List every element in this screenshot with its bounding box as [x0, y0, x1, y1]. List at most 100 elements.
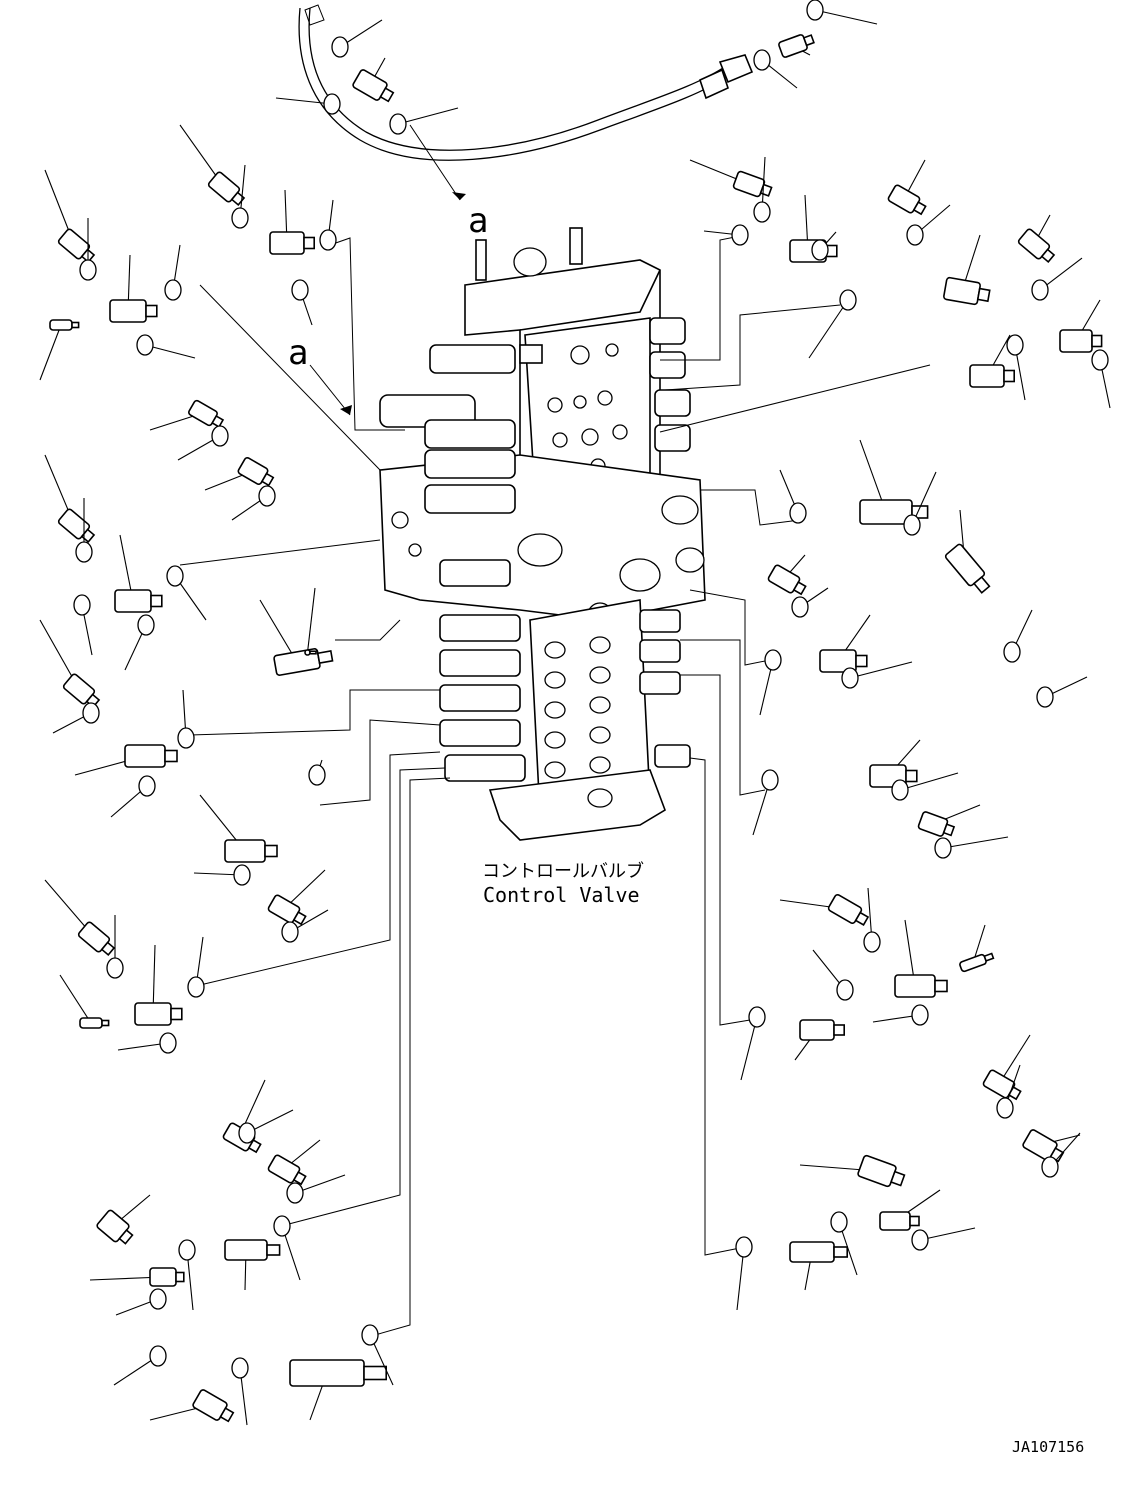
fitting-icon — [49, 319, 80, 331]
o-ring-icon — [906, 224, 924, 246]
o-ring-icon — [1006, 334, 1024, 356]
leader-line — [740, 1016, 758, 1081]
o-ring-icon — [187, 976, 205, 998]
fitting-icon — [732, 170, 773, 198]
fitting-icon — [799, 1019, 845, 1041]
fitting-icon — [207, 171, 246, 206]
fitting-icon — [134, 1002, 183, 1026]
leader-line — [899, 772, 959, 791]
o-ring-icon — [233, 864, 251, 886]
fitting-icon — [819, 649, 868, 673]
fitting-icon — [969, 364, 1015, 388]
o-ring-icon — [164, 279, 182, 301]
fitting-icon — [767, 564, 807, 596]
o-ring-icon — [811, 239, 829, 261]
o-ring-icon — [1091, 349, 1109, 371]
fitting-icon — [188, 399, 225, 428]
o-ring-icon — [1041, 1156, 1059, 1178]
leader-line — [942, 836, 1009, 849]
leader-line — [59, 974, 92, 1024]
o-ring-icon — [911, 1004, 929, 1026]
o-ring-icon — [934, 837, 952, 859]
fitting-icon — [57, 228, 96, 263]
leader-line — [294, 1174, 346, 1194]
o-ring-icon — [75, 541, 93, 563]
leader-line — [39, 324, 62, 381]
fitting-icon — [894, 974, 948, 998]
o-ring-icon — [258, 485, 276, 507]
fitting-icon — [827, 894, 870, 926]
fitting-icon — [859, 499, 929, 525]
leader-line — [397, 107, 459, 125]
fitting-icon — [79, 1017, 110, 1029]
fitting-icon — [96, 1209, 134, 1245]
o-ring-icon — [789, 502, 807, 524]
o-ring-icon — [361, 1324, 379, 1346]
o-ring-icon — [764, 649, 782, 671]
o-ring-icon — [308, 764, 326, 786]
o-ring-icon — [159, 1032, 177, 1054]
o-ring-icon — [149, 1288, 167, 1310]
leader-line — [259, 599, 298, 663]
o-ring-icon — [178, 1239, 196, 1261]
control-valve-body — [379, 227, 706, 841]
o-ring-icon — [731, 224, 749, 246]
o-ring-icon — [836, 979, 854, 1001]
o-ring-icon — [166, 565, 184, 587]
fitting-icon — [267, 894, 307, 926]
fitting-icon — [109, 299, 158, 323]
o-ring-icon — [73, 594, 91, 616]
fitting-icon — [77, 921, 116, 956]
fitting-icon — [352, 69, 395, 103]
o-ring-icon — [106, 957, 124, 979]
o-ring-icon — [231, 1357, 249, 1379]
leader-line — [306, 587, 316, 653]
fitting-icon — [273, 648, 334, 676]
fitting-icon — [879, 1211, 920, 1231]
o-ring-icon — [323, 93, 341, 115]
valve-spool-caps — [439, 609, 691, 782]
o-ring-icon — [761, 769, 779, 791]
fitting-icon — [917, 811, 956, 837]
o-ring-icon — [911, 1229, 929, 1251]
leader-line — [275, 97, 333, 105]
leader-line — [808, 299, 849, 359]
valve-ports-lower — [544, 636, 613, 808]
o-ring-icon — [177, 727, 195, 749]
o-ring-icon — [211, 425, 229, 447]
fitting-icon — [1017, 228, 1056, 263]
o-ring-icon — [996, 1097, 1014, 1119]
fitting-icon — [789, 1241, 848, 1263]
hose-assembly — [298, 4, 754, 161]
reference-leaders — [309, 124, 466, 416]
fitting-icon — [959, 952, 995, 973]
o-ring-icon — [137, 614, 155, 636]
fitting-icon — [224, 1239, 281, 1261]
o-ring-icon — [839, 289, 857, 311]
fitting-icon — [124, 744, 178, 768]
o-ring-icon — [149, 1345, 167, 1367]
o-ring-icon — [319, 229, 337, 251]
valve-ports-upper — [547, 343, 628, 477]
fitting-icon — [114, 589, 163, 613]
fitting-icon — [304, 649, 317, 656]
o-ring-icon — [891, 779, 909, 801]
o-ring-icon — [331, 36, 349, 58]
valve-upper-fittings — [379, 317, 691, 587]
fitting-icon — [1059, 329, 1103, 353]
assembly-label-jp: コントロールバルブ — [482, 860, 644, 882]
o-ring-icon — [830, 1211, 848, 1233]
o-ring-icon — [791, 596, 809, 618]
fitting-icon — [944, 543, 991, 594]
connection-lines — [179, 234, 931, 1336]
fitting-icon — [943, 276, 991, 306]
o-ring-icon — [82, 702, 100, 724]
o-ring-icon — [753, 201, 771, 223]
o-ring-icon — [389, 113, 407, 135]
o-ring-icon — [753, 49, 771, 71]
fitting-icon — [778, 34, 815, 58]
o-ring-icon — [735, 1236, 753, 1258]
o-ring-icon — [841, 667, 859, 689]
o-ring-icon — [1036, 686, 1054, 708]
